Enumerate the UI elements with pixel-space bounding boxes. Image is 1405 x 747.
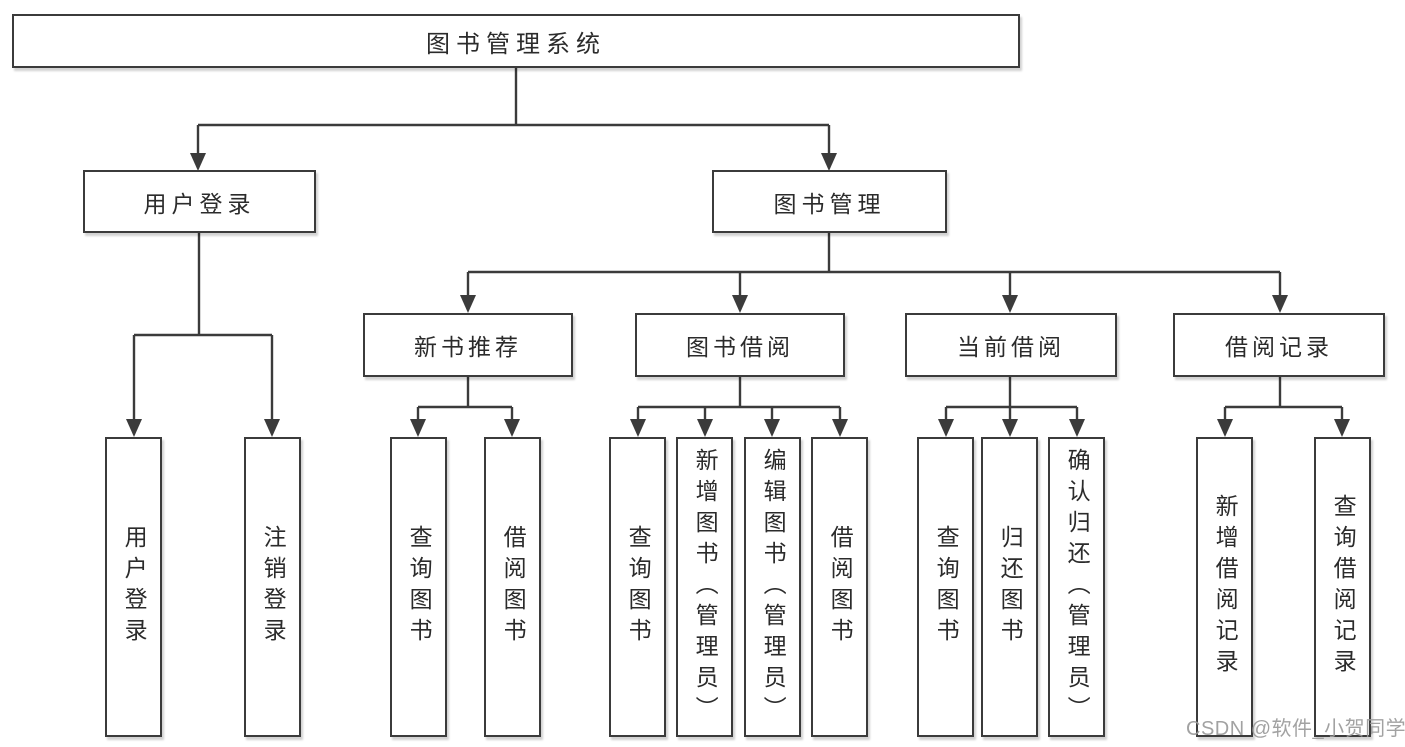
arrow-down-icon (410, 419, 426, 437)
connector-book-borrow-children (630, 377, 848, 437)
arrow-down-icon (190, 153, 206, 171)
arrow-down-icon (264, 419, 280, 437)
node-current-borrow: 当前借阅 (905, 313, 1117, 377)
node-user-login: 用户登录 (83, 170, 316, 233)
node-label: 用户登录 (121, 525, 148, 649)
node-leaf-add-books-admin: 新增图书（管理员） (676, 437, 733, 737)
node-label: 新增图书（管理员） (692, 447, 719, 727)
arrow-down-icon (460, 295, 476, 313)
node-label: 查询图书 (406, 525, 433, 649)
node-label: 借阅图书 (827, 525, 854, 649)
connector-current-borrow-children (938, 377, 1085, 437)
arrow-down-icon (764, 419, 780, 437)
connector-borrow-records-children (1217, 377, 1350, 437)
arrow-down-icon (732, 295, 748, 313)
arrow-down-icon (1069, 419, 1085, 437)
arrow-down-icon (832, 419, 848, 437)
node-borrow-records: 借阅记录 (1173, 313, 1385, 377)
node-label: 图书管理 (773, 190, 886, 217)
node-leaf-logout: 注销登录 (244, 437, 301, 737)
connector-user-login-children (126, 233, 280, 437)
node-leaf-borrow-books-recommend: 借阅图书 (484, 437, 541, 737)
node-label: 注销登录 (260, 525, 287, 649)
node-book-management: 图书管理 (712, 170, 947, 233)
node-leaf-edit-books-admin: 编辑图书（管理员） (744, 437, 801, 737)
node-label: 新书推荐 (414, 334, 522, 360)
node-leaf-return-books: 归还图书 (981, 437, 1038, 737)
node-leaf-query-borrow-record: 查询借阅记录 (1314, 437, 1371, 737)
arrow-down-icon (1272, 295, 1288, 313)
node-label: 查询图书 (625, 525, 652, 649)
node-leaf-borrow-books: 借阅图书 (811, 437, 868, 737)
node-label: 新增借阅记录 (1212, 494, 1239, 680)
node-leaf-user-login: 用户登录 (105, 437, 162, 737)
node-new-book-recommend: 新书推荐 (363, 313, 573, 377)
node-book-borrow: 图书借阅 (635, 313, 845, 377)
csdn-watermark: CSDN @软件_小贺同学 (1186, 718, 1405, 740)
node-leaf-query-books-current: 查询图书 (917, 437, 974, 737)
connector-root-to-level1 (190, 68, 837, 171)
arrow-down-icon (1217, 419, 1233, 437)
arrow-down-icon (821, 153, 837, 171)
arrow-down-icon (1002, 295, 1018, 313)
node-label: 归还图书 (997, 525, 1024, 649)
node-label: 图书借阅 (686, 334, 794, 360)
arrow-down-icon (630, 419, 646, 437)
node-label: 借阅图书 (500, 525, 527, 649)
node-leaf-add-borrow-record: 新增借阅记录 (1196, 437, 1253, 737)
node-label: 查询借阅记录 (1330, 494, 1357, 680)
arrow-down-icon (697, 419, 713, 437)
arrow-down-icon (938, 419, 954, 437)
node-label: 图书管理系统 (426, 30, 606, 58)
arrow-down-icon (126, 419, 142, 437)
node-leaf-query-books-recommend: 查询图书 (390, 437, 447, 737)
node-label: 编辑图书（管理员） (760, 447, 787, 727)
node-label: 当前借阅 (957, 334, 1065, 360)
connector-book-management-children (460, 233, 1288, 313)
node-leaf-confirm-return-admin: 确认归还（管理员） (1048, 437, 1105, 737)
node-label: 查询图书 (933, 525, 960, 649)
node-label: 用户登录 (143, 190, 256, 217)
connector-new-book-recommend-children (410, 377, 520, 437)
node-leaf-query-books-borrow: 查询图书 (609, 437, 666, 737)
node-root-system: 图书管理系统 (12, 14, 1020, 68)
node-label: 借阅记录 (1225, 334, 1333, 360)
node-label: 确认归还（管理员） (1064, 447, 1091, 727)
arrow-down-icon (504, 419, 520, 437)
arrow-down-icon (1002, 419, 1018, 437)
arrow-down-icon (1334, 419, 1350, 437)
